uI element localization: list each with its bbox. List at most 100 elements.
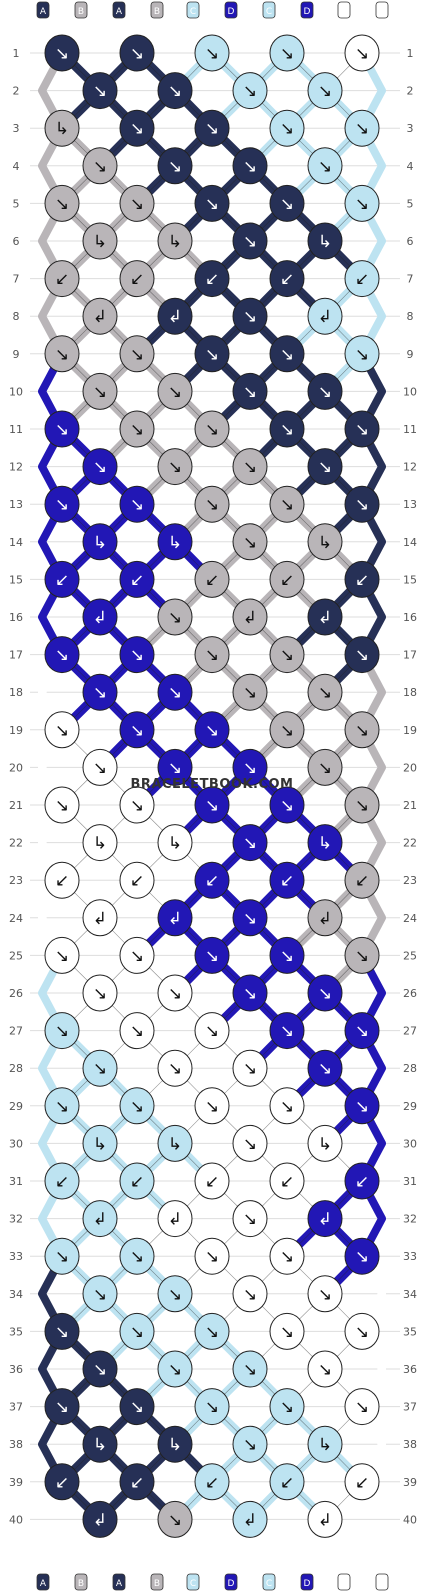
row-number-right: 38: [403, 1438, 417, 1451]
row-number-right: 13: [403, 498, 417, 511]
knot-circle: [82, 748, 118, 786]
knot-arrow-icon: ↘: [55, 1322, 69, 1342]
knot: ↘: [44, 34, 80, 72]
knot-circle: [119, 936, 155, 974]
knot: ↙: [44, 1463, 80, 1501]
knot-arrow-icon: ↘: [243, 307, 257, 327]
knot: ↘: [307, 448, 343, 486]
knot-circle: [194, 936, 230, 974]
row-number-left: 7: [13, 273, 20, 286]
knot-circle: [119, 1087, 155, 1125]
knot-circle: [344, 560, 380, 598]
knot-arrow-icon: ↘: [55, 345, 69, 365]
knot-circle: [344, 1388, 380, 1426]
knot-arrow-icon: ↙: [55, 270, 69, 290]
strand-bottom-tab: [112, 1573, 126, 1591]
knot: ↲: [82, 1200, 118, 1238]
knot-arrow-icon: ↘: [355, 420, 369, 440]
knot: ↙: [119, 260, 155, 298]
knot-circle: [44, 184, 80, 222]
knot-arrow-icon: ↳: [168, 834, 182, 854]
knot-arrow-icon: ↘: [55, 1247, 69, 1267]
knot: ↘: [269, 184, 305, 222]
knot-arrow-icon: ↳: [318, 232, 332, 252]
knot-circle: [82, 1275, 118, 1313]
knot-arrow-icon: ↘: [318, 382, 332, 402]
knot-circle: [232, 297, 268, 335]
knot: ↲: [307, 899, 343, 937]
knot-arrow-icon: ↳: [55, 119, 69, 139]
knot-arrow-icon: ↘: [205, 646, 219, 666]
knot: ↘: [44, 936, 80, 974]
knot-arrow-icon: ↲: [318, 1510, 332, 1530]
knot-circle: [157, 72, 193, 110]
knot-arrow-icon: ↳: [93, 1134, 107, 1154]
knot: ↘: [157, 1350, 193, 1388]
knot: ↘: [232, 1124, 268, 1162]
knot-arrow-icon: ↙: [205, 570, 219, 590]
knot-arrow-icon: ↘: [130, 495, 144, 515]
knot-circle: [269, 1463, 305, 1501]
knot: ↘: [82, 1049, 118, 1087]
knot-arrow-icon: ↘: [318, 458, 332, 478]
knot-arrow-icon: ↙: [205, 270, 219, 290]
row-number-left: 15: [9, 573, 23, 586]
row-number-left: 40: [9, 1513, 23, 1526]
strand-top-tab: [36, 1, 50, 19]
knot: ↘: [194, 636, 230, 674]
knot-arrow-icon: ↲: [318, 608, 332, 628]
knot-circle: [232, 147, 268, 185]
knot-arrow-icon: ↙: [280, 1473, 294, 1493]
knot: ↳: [82, 523, 118, 561]
knot-arrow-icon: ↳: [318, 1134, 332, 1154]
knot-circle: [232, 372, 268, 410]
knot-circle: [269, 711, 305, 749]
knot-arrow-icon: ↙: [55, 1172, 69, 1192]
knot: ↙: [344, 861, 380, 899]
row-number-left: 31: [9, 1175, 23, 1188]
knot: ↘: [307, 1350, 343, 1388]
knot: ↘: [232, 824, 268, 862]
knot: ↳: [307, 222, 343, 260]
knot-arrow-icon: ↘: [355, 44, 369, 64]
knot-circle: [269, 1012, 305, 1050]
knot-circle: [82, 1500, 118, 1538]
knot: ↘: [194, 34, 230, 72]
knot-arrow-icon: ↘: [205, 194, 219, 214]
knot-arrow-icon: ↘: [355, 1247, 369, 1267]
knot-arrow-icon: ↙: [130, 1473, 144, 1493]
knot: ↙: [194, 1463, 230, 1501]
strand-top-tab: [150, 1, 164, 19]
knot-circle: [344, 485, 380, 523]
knot: ↳: [307, 824, 343, 862]
knot-circle: [194, 485, 230, 523]
knot-arrow-icon: ↘: [355, 194, 369, 214]
knot-circle: [307, 1350, 343, 1388]
row-number-right: 32: [403, 1213, 417, 1226]
knot: ↘: [119, 34, 155, 72]
knot-arrow-icon: ↘: [130, 194, 144, 214]
knot: ↘: [157, 598, 193, 636]
knot-arrow-icon: ↲: [243, 608, 257, 628]
knot: ↲: [82, 598, 118, 636]
knot-arrow-icon: ↘: [280, 1022, 294, 1042]
knot-circle: [232, 1275, 268, 1313]
knot-circle: [119, 335, 155, 373]
knot-arrow-icon: ↘: [318, 82, 332, 102]
knot-arrow-icon: ↳: [318, 533, 332, 553]
knot: ↲: [157, 1200, 193, 1238]
knot: ↘: [82, 372, 118, 410]
knot: ↘: [44, 1312, 80, 1350]
knot-arrow-icon: ↘: [318, 1059, 332, 1079]
knot-circle: [82, 824, 118, 862]
knot: ↙: [344, 1162, 380, 1200]
knot: ↘: [307, 147, 343, 185]
knot-arrow-icon: ↙: [355, 1172, 369, 1192]
knot-arrow-icon: ↘: [243, 82, 257, 102]
knot: ↘: [82, 147, 118, 185]
row-numbers-left: 1234567891011121314151617181920212223242…: [9, 47, 23, 1526]
knot-circle: [44, 786, 80, 824]
knot-arrow-icon: ↙: [130, 1172, 144, 1192]
